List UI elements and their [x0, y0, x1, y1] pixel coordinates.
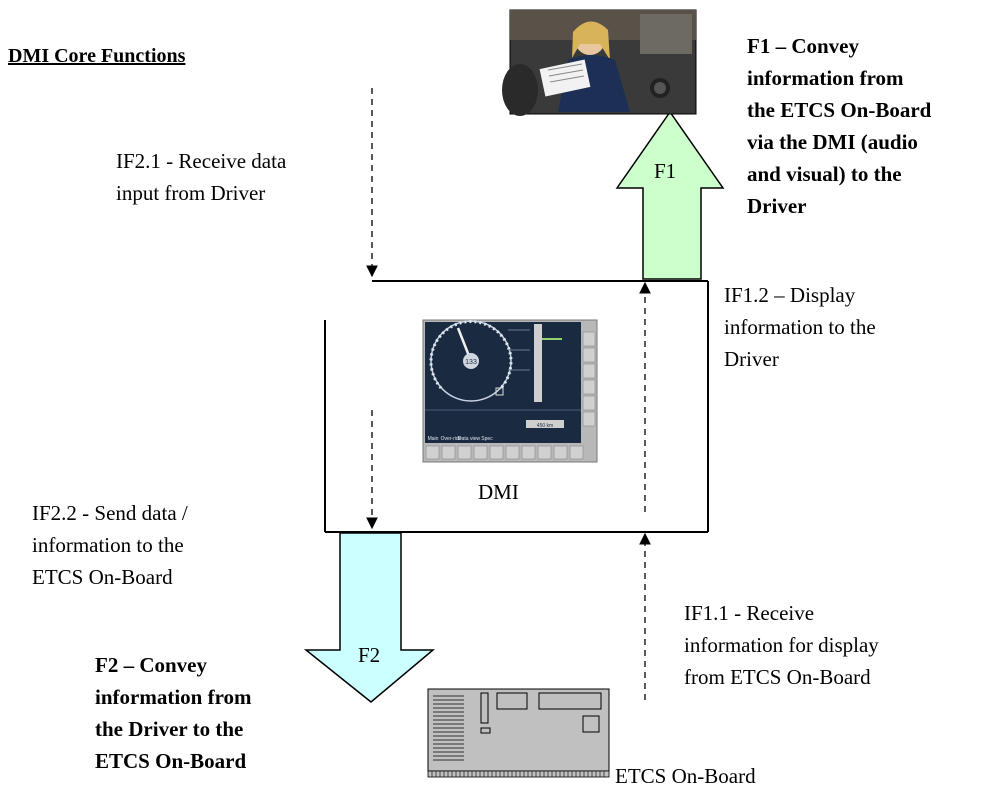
dmi-btn-main: Main [428, 436, 439, 442]
if2-1-label: IF2.1 - Receive data input from Driver [116, 149, 287, 205]
dmi-speed-readout: 133 [465, 359, 477, 366]
onboard-label: ETCS On-Board [615, 764, 756, 788]
f1-arrow [615, 110, 725, 280]
dmi-btn-spec: Spec [481, 436, 493, 442]
dmi-boundary [324, 280, 709, 533]
f1-description: F1 – Convey information from the ETCS On… [747, 34, 932, 218]
f1-arrow-label: F1 [654, 159, 677, 183]
driver-photo [502, 9, 697, 116]
if1-1-label: IF1.1 - Receive information for display … [684, 601, 879, 689]
dmi-device: 133 450 km Main Over-ride Data view Spec [422, 319, 598, 463]
f2-arrow-label: F2 [358, 643, 381, 667]
dmi-distance-readout: 450 km [537, 423, 553, 429]
page-title: DMI Core Functions [8, 45, 186, 67]
dmi-btn-data-view: Data view [458, 436, 480, 442]
dmi-btn-override: Over-ride [441, 436, 462, 442]
if2-2-label: IF2.2 - Send data / information to the E… [32, 501, 188, 589]
dmi-label: DMI [478, 480, 519, 504]
if1-2-label: IF1.2 – Display information to the Drive… [724, 283, 876, 371]
onboard-unit [427, 688, 610, 778]
f2-description: F2 – Convey information from the Driver … [95, 653, 252, 773]
f2-arrow [303, 532, 436, 703]
